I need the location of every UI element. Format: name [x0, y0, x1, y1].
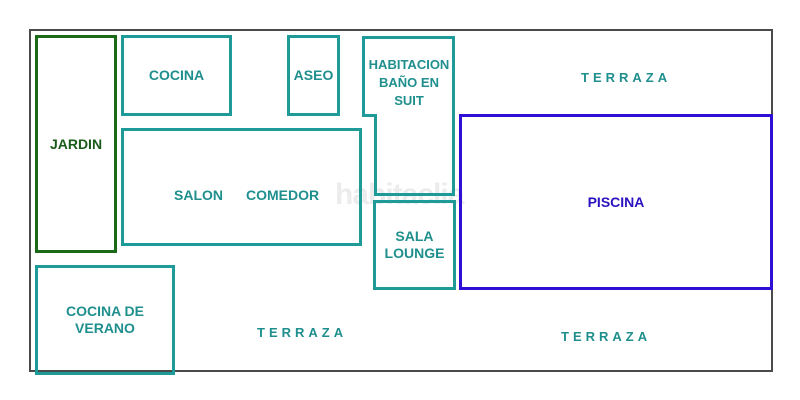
room-cocina-verano: COCINA DE VERANO — [35, 265, 175, 375]
room-piscina: PISCINA — [459, 114, 773, 290]
room-sala-lounge: SALA LOUNGE — [373, 200, 456, 290]
room-label: COCINA DE VERANO — [65, 303, 145, 336]
room-label: PISCINA — [587, 193, 645, 210]
terraza-bottom-left-label: TERRAZA — [257, 325, 348, 340]
room-jardin: JARDIN — [35, 35, 117, 253]
room-aseo: ASEO — [287, 35, 340, 116]
room-label: HABITACION BAÑO EN SUIT — [368, 57, 450, 108]
room-label: SALA LOUNGE — [384, 228, 445, 261]
room-salon-comedor: SALON COMEDOR — [121, 128, 362, 246]
room-label: COCINA — [148, 67, 205, 83]
terraza-top-label: TERRAZA — [581, 70, 672, 85]
room-label: ASEO — [293, 67, 334, 83]
room-label-salon: SALON — [174, 187, 223, 203]
room-habitacion: HABITACION BAÑO EN SUIT — [364, 56, 454, 110]
terraza-bottom-right-label: TERRAZA — [561, 329, 652, 344]
room-cocina: COCINA — [121, 35, 232, 116]
room-label-comedor: COMEDOR — [246, 187, 320, 203]
room-label: JARDIN — [49, 135, 103, 152]
